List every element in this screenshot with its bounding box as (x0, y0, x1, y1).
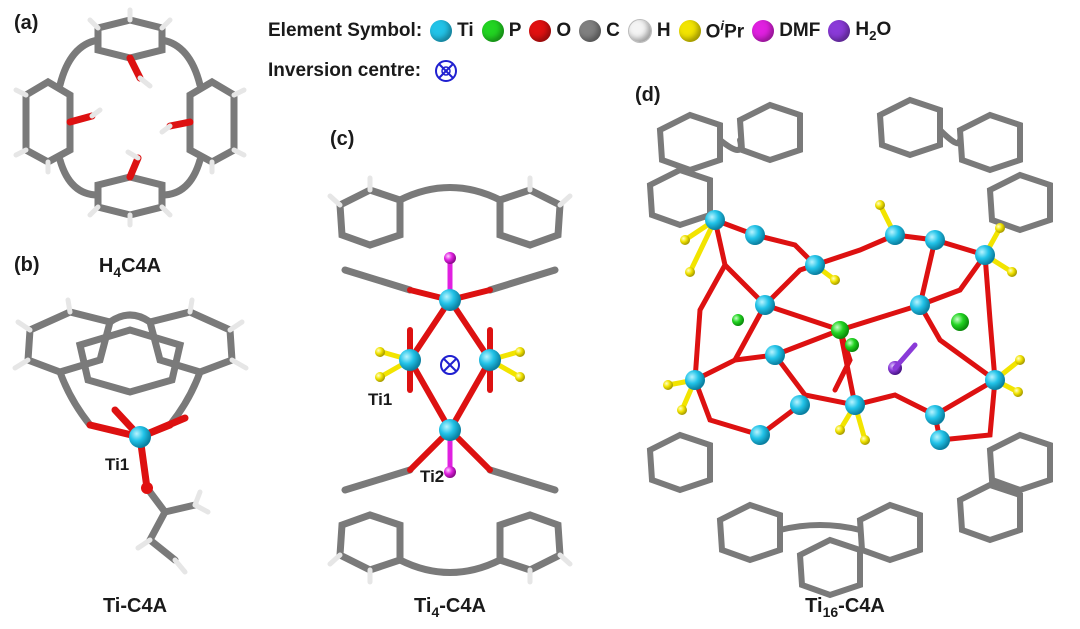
legend-label-c: C (606, 19, 620, 41)
panel-label-d: (d) (635, 84, 661, 106)
legend-item-oipr: OiPr (678, 18, 745, 43)
legend-label-dmf: DMF (779, 19, 821, 41)
legend-item-h2o: H2O (828, 19, 891, 43)
inversion-legend: Inversion centre: (268, 58, 459, 84)
legend-item-h: H (627, 18, 671, 43)
panel-label-c: (c) (330, 128, 355, 150)
inversion-centre-marker (440, 355, 460, 375)
h2o-ball-icon (828, 19, 851, 42)
c-ball-icon (579, 19, 602, 42)
ti-c4a-molecule (12, 297, 249, 575)
legend-item-p: P (481, 19, 522, 42)
legend-label-p: P (508, 19, 522, 41)
legend-item-ti: Ti (430, 19, 474, 42)
ti1-atom-label-c: Ti1 (368, 390, 392, 409)
ti4-c4a-molecule (327, 175, 573, 585)
ti1-atom-label-b: Ti1 (105, 455, 129, 474)
h4c4a-molecule (13, 7, 247, 228)
legend-item-c: C (579, 19, 620, 42)
legend-item-o: O (529, 19, 572, 42)
oipr-ball-icon (678, 19, 701, 42)
ti-atom-icon (129, 426, 151, 448)
caption-ti-c4a: Ti-C4A (103, 595, 167, 617)
legend-label-o: O (556, 19, 572, 41)
inversion-centre-icon (435, 60, 458, 82)
o-ball-icon (529, 19, 552, 42)
caption-h4c4a: H4C4A (99, 255, 161, 280)
h-ball-icon (627, 18, 652, 43)
caption-ti16-c4a: Ti16-C4A (805, 595, 885, 620)
caption-ti4-c4a: Ti4-C4A (414, 595, 486, 620)
panel-label-a: (a) (14, 12, 39, 34)
legend-label-ti: Ti (457, 19, 474, 41)
element-legend: Element Symbol: Ti P O C H OiPr DMF H2O (268, 18, 891, 43)
p-ball-icon (481, 19, 504, 42)
ti-ball-icon (430, 19, 453, 42)
legend-label-h: H (656, 19, 671, 41)
legend-label-h2o: H2O (855, 18, 892, 43)
panel-label-b: (b) (14, 254, 40, 276)
legend-title: Element Symbol: (268, 19, 423, 41)
inversion-label: Inversion centre: (268, 60, 422, 81)
ti2-atom-label-c: Ti2 (420, 467, 444, 486)
dmf-ball-icon (752, 19, 775, 42)
legend-item-dmf: DMF (752, 19, 821, 42)
ti16-c4a-molecule (646, 96, 1053, 599)
legend-label-oipr: OiPr (705, 18, 745, 43)
